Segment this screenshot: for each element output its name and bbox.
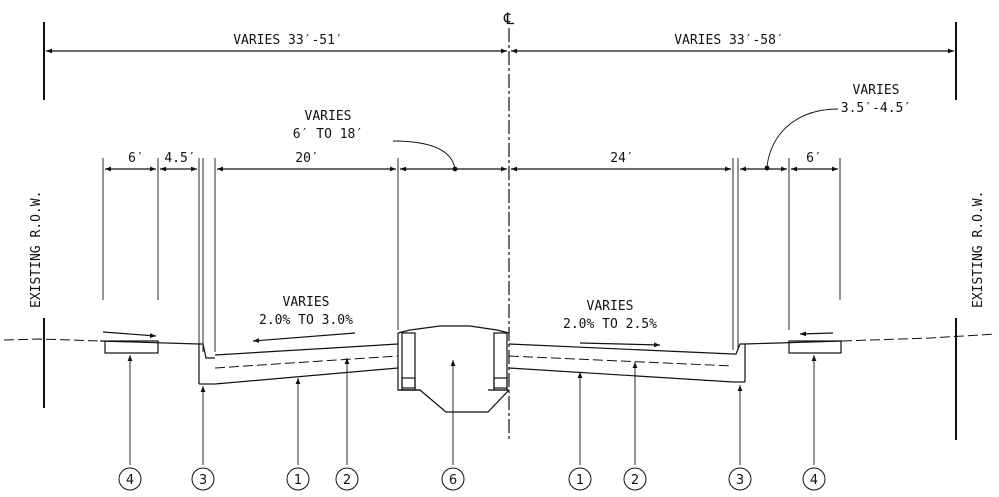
dim-left-lanes-text: 20′ <box>295 151 318 166</box>
callout-3-left-text: 3 <box>199 473 207 488</box>
callout-1-left-text: 1 <box>294 473 302 488</box>
raised-median <box>397 325 510 413</box>
median-note-line2: 6′ TO 18′ <box>293 127 363 142</box>
left-roadway <box>214 332 399 385</box>
callout-1-left: 1 <box>286 467 310 491</box>
right-buffer-note-line1: VARIES <box>853 83 900 98</box>
right-buffer-note-dot <box>764 165 770 171</box>
callout-3-left: 3 <box>191 467 215 491</box>
callout-6-median: 6 <box>441 467 465 491</box>
callout-3-right: 3 <box>728 467 752 491</box>
callout-1-right: 1 <box>568 467 592 491</box>
callout-4-right: 4 <box>802 467 826 491</box>
row-label-right: EXISTING R.O.W. <box>971 191 986 308</box>
right-buffer-note-line2: 3.5′-4.5′ <box>841 101 911 116</box>
dim-right-sidewalk-text: 6′ <box>806 151 822 166</box>
existing-ground-left <box>3 338 101 342</box>
existing-ground-right <box>841 333 997 342</box>
callout-2-right-text: 2 <box>631 473 639 488</box>
right-buffer-note-leader <box>766 108 839 167</box>
right-slope-line2: 2.0% TO 2.5% <box>563 317 657 332</box>
right-roadway <box>508 342 734 383</box>
left-slope-line1: VARIES <box>283 295 330 310</box>
right-slope-line1: VARIES <box>587 299 634 314</box>
right-sidewalk <box>744 331 843 354</box>
callout-2-left-text: 2 <box>343 473 351 488</box>
overall-dim-left-text: VARIES 33′-51′ <box>233 33 343 48</box>
dim-right-lanes-text: 24′ <box>610 151 633 166</box>
callout-2-left: 2 <box>335 467 359 491</box>
left-slope-line2: 2.0% TO 3.0% <box>259 313 353 328</box>
centerline-symbol: ℄ <box>503 9 515 28</box>
dim-left-sidewalk-text: 6′ <box>128 151 144 166</box>
row-label-left: EXISTING R.O.W. <box>29 191 44 308</box>
overall-dim-right-text: VARIES 33′-58′ <box>674 33 784 48</box>
median-note-line1: VARIES <box>305 109 352 124</box>
left-curb <box>198 343 215 385</box>
dim-left-buffer-text: 4.5′ <box>164 151 195 166</box>
callout-leaders <box>127 355 817 465</box>
callout-6-median-text: 6 <box>449 473 457 488</box>
extension-lines <box>102 158 841 352</box>
median-note-leader <box>392 140 456 170</box>
callout-3-right-text: 3 <box>736 473 744 488</box>
callout-4-left: 4 <box>118 467 142 491</box>
callout-2-right: 2 <box>623 467 647 491</box>
left-sidewalk <box>99 331 200 354</box>
right-curb <box>733 343 746 383</box>
callout-1-right-text: 1 <box>576 473 584 488</box>
callout-4-left-text: 4 <box>126 473 134 488</box>
callout-4-right-text: 4 <box>810 473 818 488</box>
